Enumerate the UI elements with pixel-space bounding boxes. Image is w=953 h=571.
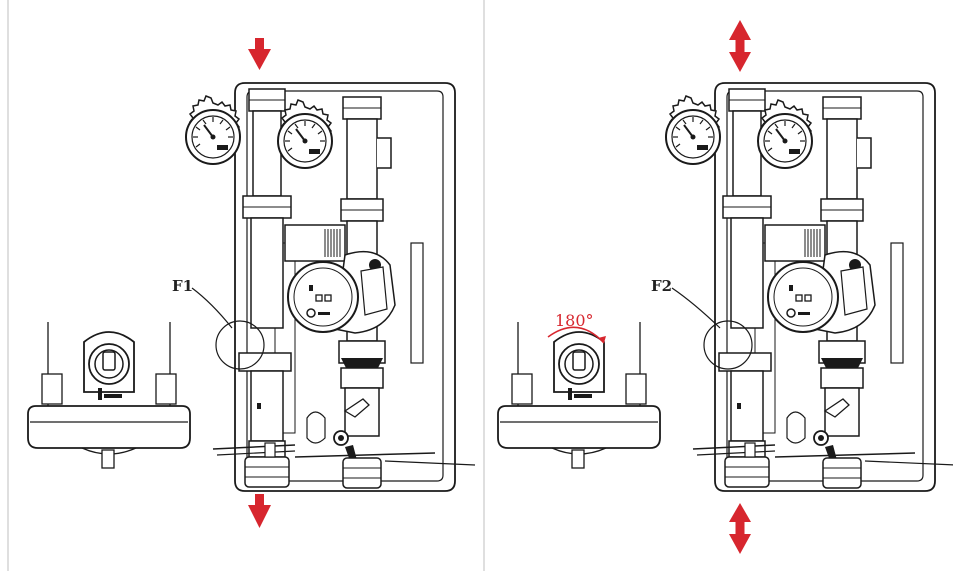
panel-left: F1 — [27, 38, 475, 528]
pump-station-right — [666, 83, 953, 491]
callout-label-f2: F2 — [651, 277, 672, 295]
flow-arrow-bottom-right — [729, 503, 751, 554]
callout-circle-left — [215, 320, 265, 370]
flow-arrow-bottom-left — [248, 494, 271, 528]
rotation-arrowhead — [598, 336, 606, 343]
rotation-label: 180° — [555, 311, 594, 330]
callout-label-f1: F1 — [172, 277, 193, 295]
pump-station-left — [186, 83, 475, 491]
valve-detail-right — [497, 321, 661, 469]
flow-arrow-top-left — [248, 38, 271, 70]
callout-leader-right — [671, 287, 721, 329]
panel-right: F2 180° — [497, 20, 953, 554]
callout-circle-right — [703, 320, 753, 370]
valve-detail-left — [27, 321, 191, 469]
callout-leader-left — [191, 287, 233, 329]
flow-arrow-top-right — [729, 20, 751, 72]
